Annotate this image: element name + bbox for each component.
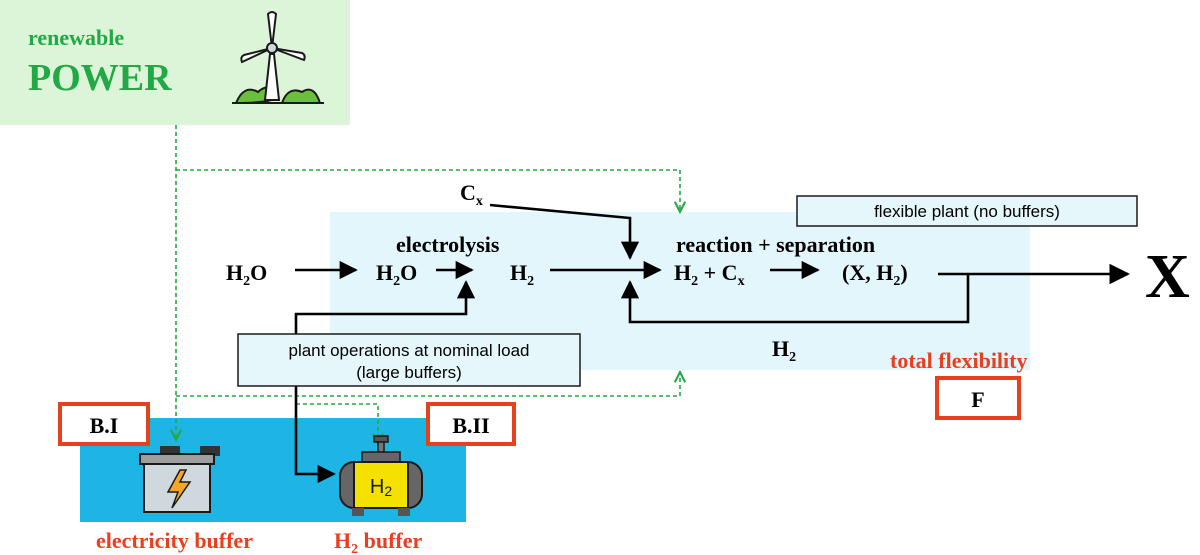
electrolysis-water-label: H2O [376, 260, 417, 289]
power-label-line2: POWER [28, 57, 172, 99]
bii-tag-label: B.II [452, 413, 489, 438]
product-label: X [1145, 243, 1190, 311]
bi-tag-label: B.I [90, 413, 119, 438]
power-region [0, 0, 350, 125]
hydrogen-recycle-label: H2 [772, 336, 796, 365]
nominal-load-label-line1: plant operations at nominal load [289, 341, 530, 360]
flexible-plant-box [796, 195, 1138, 227]
reactor-feed-label: H2 + Cx [674, 260, 745, 289]
process-flow-arrows [294, 203, 1131, 484]
battery-icon [139, 446, 220, 513]
reactor-output-label: (X, H2) [842, 260, 908, 289]
hydrogen-buffer-label: H2 buffer [334, 528, 423, 555]
water-inlet-label: H2O [226, 260, 267, 289]
nominal-load-label-line2: (large buffers) [356, 363, 462, 382]
hydrogen-tank-icon: H2 [339, 435, 423, 516]
total-flexibility-label: total flexibility [890, 348, 1027, 373]
electrolysis-hydrogen-label: H2 [510, 260, 534, 289]
f-tag-label: F [971, 387, 984, 412]
power-label-line1: renewable [28, 25, 124, 50]
nominal-load-box [237, 333, 581, 387]
tank-label: H2 [370, 476, 392, 499]
bi-tag-box [58, 402, 150, 446]
electrolysis-label: electrolysis [396, 232, 500, 257]
carbon-feed-label: Cx [460, 180, 483, 209]
f-tag-box [935, 376, 1021, 420]
wind-turbine-icon [232, 11, 324, 105]
electricity-buffer-label: electricity buffer [96, 528, 253, 553]
reaction-separation-label: reaction + separation [676, 232, 875, 257]
flexible-plant-label: flexible plant (no buffers) [874, 202, 1060, 221]
power-distribution-lines [176, 125, 680, 444]
bii-tag-box [426, 402, 516, 446]
